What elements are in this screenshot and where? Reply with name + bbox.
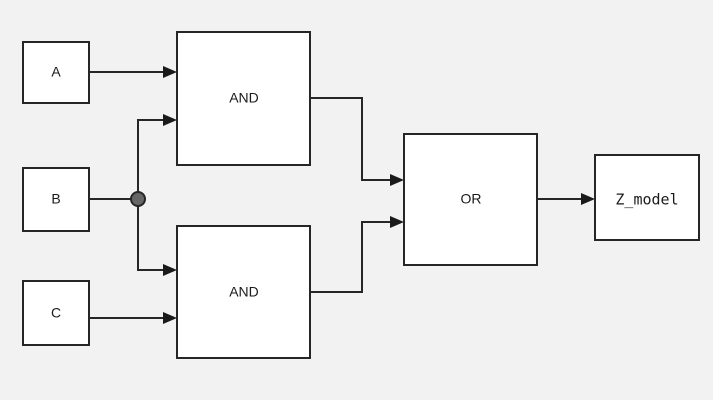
node-input-c[interactable]: C [22, 280, 90, 346]
node-gate-and-bottom[interactable]: AND [176, 225, 311, 359]
node-input-c-label: C [51, 305, 61, 321]
node-input-b[interactable]: B [22, 167, 90, 232]
node-gate-or[interactable]: OR [403, 133, 538, 266]
arrowhead-c-to-and-bottom [163, 312, 177, 324]
wire-junction-to-and-top [137, 119, 166, 199]
arrowhead-junction-to-and-top [163, 114, 177, 126]
node-gate-or-label: OR [461, 191, 482, 207]
node-gate-or-box[interactable] [403, 133, 538, 266]
node-output-z-model[interactable]: Z_model [594, 154, 700, 241]
arrowhead-junction-to-and-bottom [163, 264, 177, 276]
wire-and-bottom-to-or [310, 221, 393, 293]
node-output-z-model-label: Z_model [615, 191, 678, 209]
node-input-a-box[interactable] [22, 41, 90, 104]
arrowhead-and-bottom-to-or [390, 216, 404, 228]
node-input-b-box[interactable] [22, 167, 90, 232]
wire-and-top-to-or [310, 97, 393, 181]
arrowhead-and-top-to-or [390, 174, 404, 186]
arrowhead-or-to-output [581, 193, 595, 205]
node-gate-and-top[interactable]: AND [176, 31, 311, 166]
node-gate-and-top-box[interactable] [176, 31, 311, 166]
node-gate-and-bottom-label: AND [229, 284, 259, 300]
junction-dot-b-fanout [130, 191, 146, 207]
node-input-c-box[interactable] [22, 280, 90, 346]
arrowhead-a-to-and-top [163, 66, 177, 78]
node-input-b-label: B [51, 191, 60, 207]
node-input-a[interactable]: A [22, 41, 90, 104]
node-output-z-model-box[interactable] [594, 154, 700, 241]
node-input-a-label: A [51, 64, 61, 80]
node-gate-and-top-label: AND [229, 90, 259, 106]
node-gate-and-bottom-box[interactable] [176, 225, 311, 359]
wire-junction-to-and-bottom [137, 199, 166, 271]
